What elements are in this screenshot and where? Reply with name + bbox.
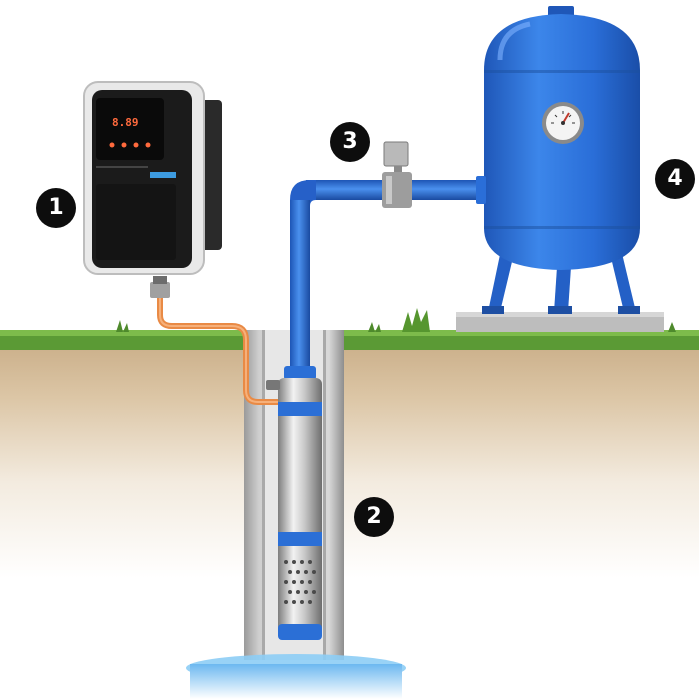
pump-controller: 8.89	[83, 81, 222, 275]
marker-4: 4	[655, 159, 695, 199]
pressure-switch	[382, 141, 412, 208]
ground-grass	[0, 308, 699, 350]
power-cable	[150, 276, 285, 405]
ground-soil	[0, 338, 699, 578]
well-water	[186, 654, 406, 699]
submersible-pump	[266, 366, 322, 640]
marker-1: 1	[36, 188, 76, 228]
marker-3: 3	[330, 122, 370, 162]
drop-pipe	[290, 200, 310, 375]
controller-display-readout: 8.89	[112, 116, 139, 129]
pressure-gauge	[542, 102, 584, 144]
marker-2: 2	[354, 497, 394, 537]
tank-concrete-pad	[456, 312, 664, 332]
